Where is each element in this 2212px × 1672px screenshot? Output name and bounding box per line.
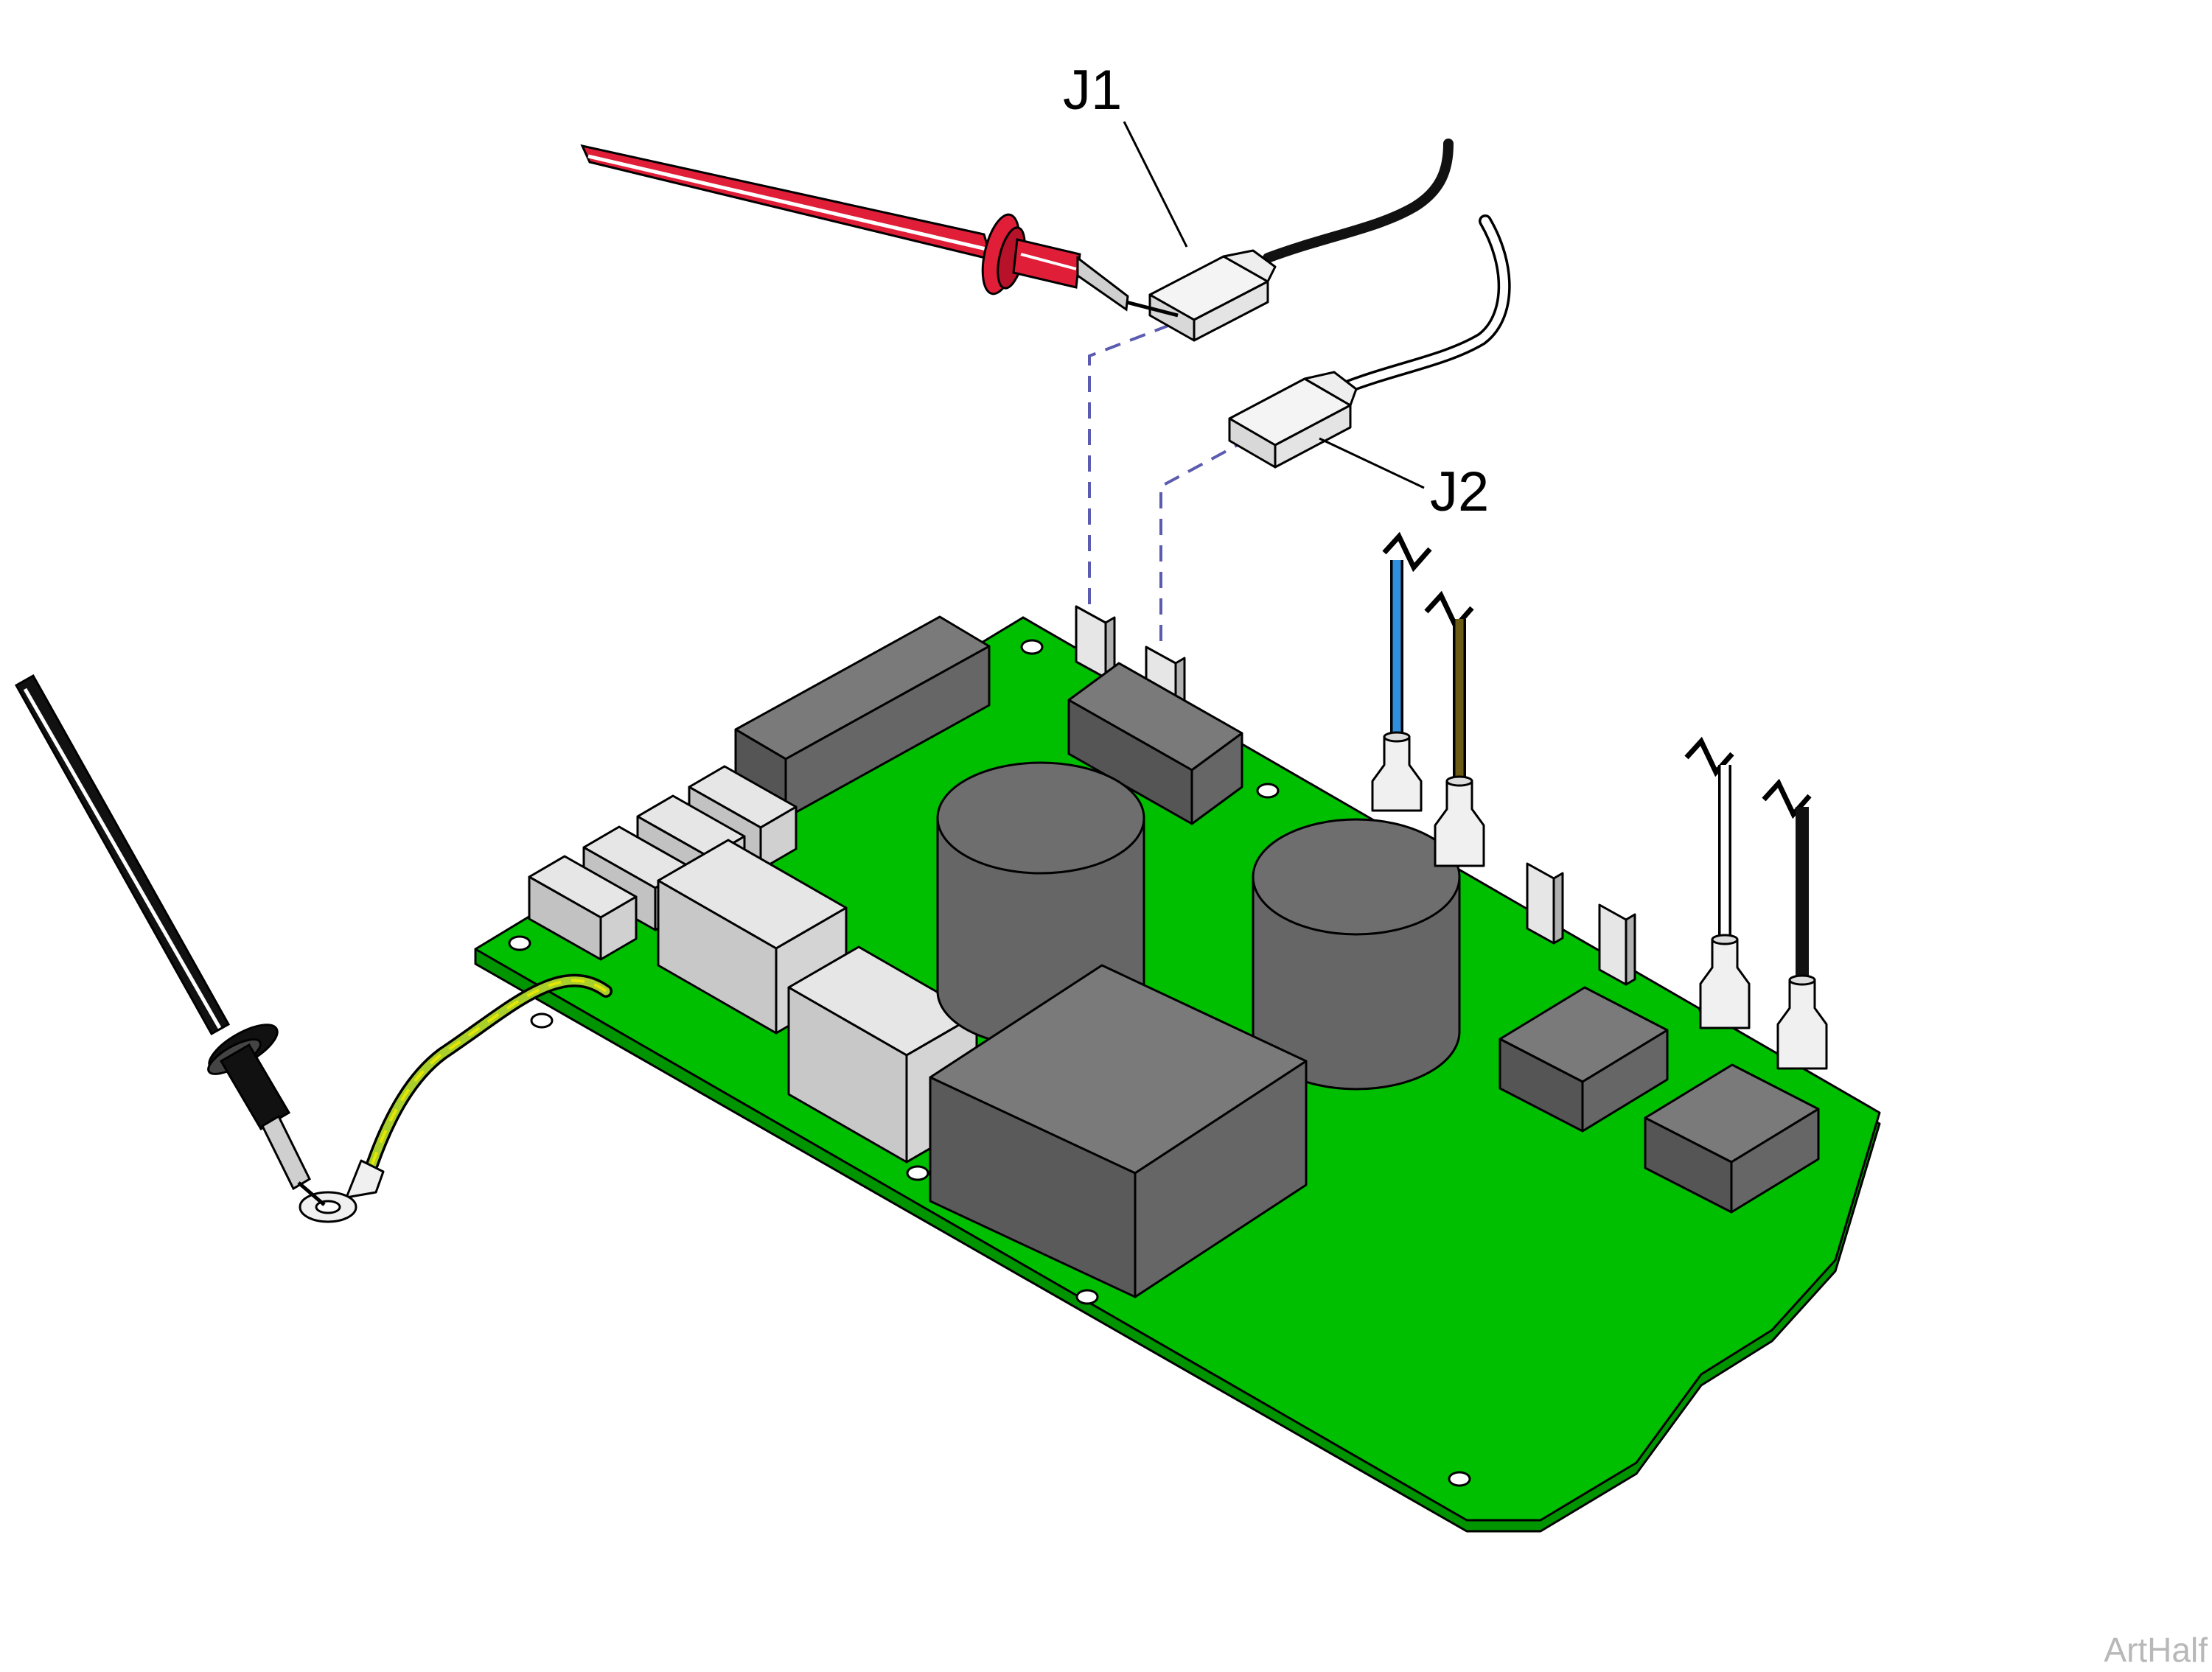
dark-long-block (734, 615, 991, 819)
wire-white (1684, 736, 1734, 940)
dashed-guide-lines (1088, 323, 1246, 641)
j2-spade-connector (1228, 371, 1358, 469)
wire-brown (1424, 590, 1474, 781)
j2-lead-white (1335, 214, 1511, 396)
callout-j1-label: J1 (1063, 59, 1122, 122)
black-test-probe-icon (14, 674, 326, 1206)
wire-black (1762, 778, 1812, 980)
spade-connector-black (1776, 974, 1828, 1070)
terminal-pin-4 (1598, 903, 1636, 986)
spade-connector-blue (1371, 731, 1423, 812)
red-test-probe-icon (580, 144, 1179, 318)
callout-j2-label: J2 (1430, 461, 1489, 523)
spade-connector-brown (1434, 775, 1485, 867)
transformer-block (929, 964, 1308, 1298)
ring-terminal-icon (299, 1159, 385, 1223)
capacitor-right (1252, 818, 1461, 1091)
watermark: ArtHalf (2104, 1631, 2208, 1669)
callout-j2: J2 (1319, 437, 1489, 523)
ground-wire (366, 973, 613, 1171)
callout-j1: J1 (1063, 59, 1188, 248)
j1-spade-connector (1148, 249, 1277, 342)
light-small-block-4 (528, 855, 638, 961)
spade-connector-white (1699, 934, 1751, 1029)
terminal-pin-3 (1526, 862, 1564, 945)
j1-lead-black (1263, 139, 1454, 263)
wire-blue (1382, 531, 1432, 737)
dark-small-block-2 (1644, 1063, 1820, 1214)
dark-small-block-1 (1498, 986, 1669, 1133)
header-block (1067, 662, 1243, 825)
